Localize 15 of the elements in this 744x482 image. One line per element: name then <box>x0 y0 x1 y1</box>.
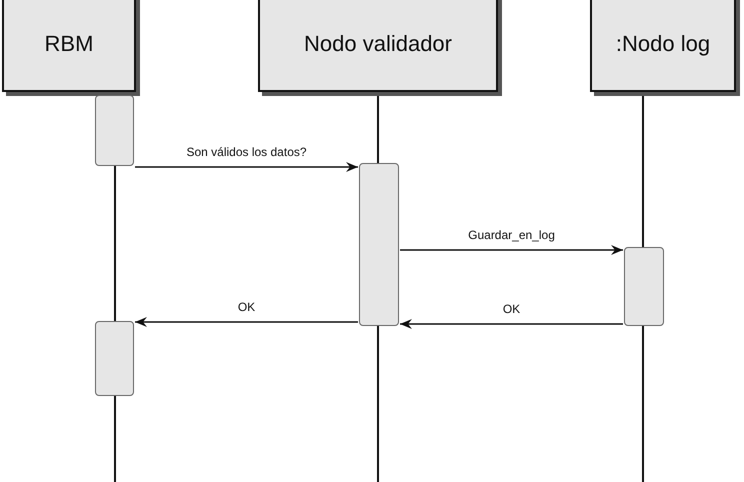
participant-name: RBM <box>44 31 94 57</box>
activation-bar <box>95 95 134 166</box>
activation-bar <box>95 321 134 396</box>
participant-name: Nodo validador <box>304 31 452 57</box>
activation-bar <box>624 247 664 326</box>
message-arrow <box>400 245 623 255</box>
activation-bar <box>359 163 399 326</box>
message-label: OK <box>238 300 256 314</box>
message-label: Son válidos los datos? <box>186 145 307 159</box>
message-arrow <box>400 319 623 329</box>
message-arrow <box>135 162 358 172</box>
message-label: Guardar_en_log <box>468 228 555 242</box>
message-arrow <box>135 317 358 327</box>
participant-name: :Nodo log <box>616 31 710 57</box>
message-label: OK <box>502 302 520 316</box>
